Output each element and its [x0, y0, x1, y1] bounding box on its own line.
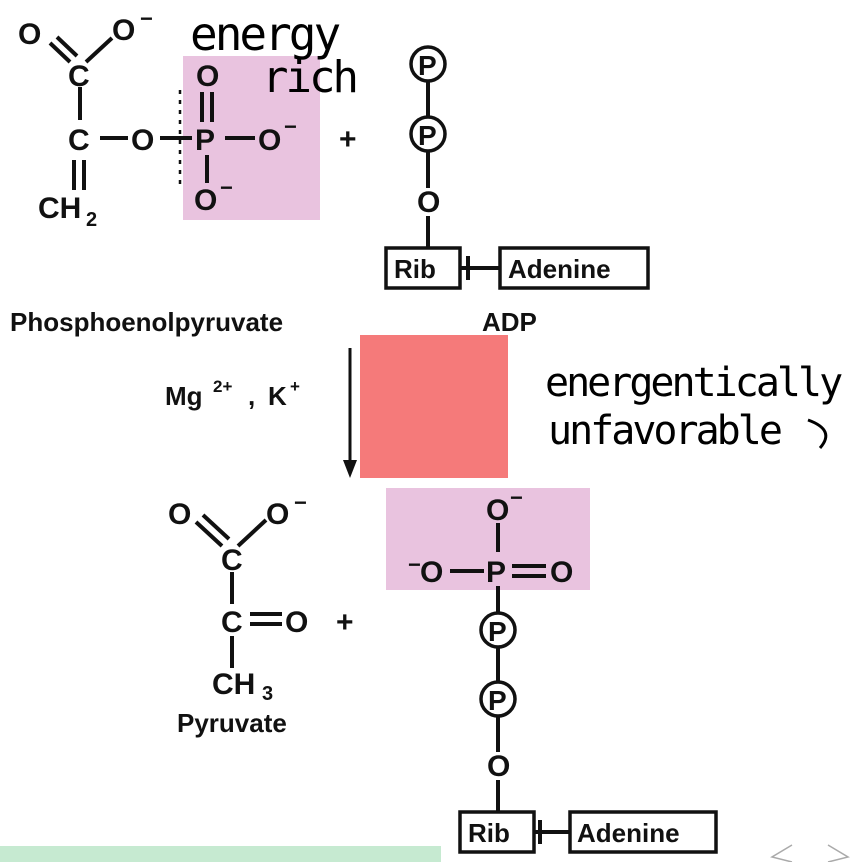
pyr-o-left: O [168, 498, 191, 531]
mg-label: Mg [165, 381, 203, 411]
atp-adenine: Adenine [577, 818, 680, 848]
annotation-rich: rich [262, 52, 356, 103]
adp-rib: Rib [394, 254, 436, 284]
adp-structure: P P O Rib Adenine [384, 45, 650, 290]
pyr-minus: − [294, 490, 307, 515]
pyr-ch3: CH [212, 668, 255, 701]
pep-label: Phosphoenolpyruvate [10, 307, 283, 337]
pyr-o-minus: O [266, 498, 289, 531]
pep-p: P [195, 124, 215, 157]
pep-o-bottom: O [194, 184, 217, 217]
pyruvate-bonds [194, 513, 282, 668]
annotation-energentically: energentically [545, 360, 842, 406]
pep-minus-3: − [220, 175, 233, 200]
pep-ch2: CH [38, 192, 81, 225]
plus-top: + [339, 123, 357, 156]
conditions-sep: , [248, 381, 255, 411]
pyr-c2: C [221, 606, 243, 639]
atp-rib: Rib [468, 818, 510, 848]
green-footer-bar [0, 846, 441, 862]
pyruvate-label: Pyruvate [177, 708, 287, 738]
pep-minus-1: − [140, 6, 153, 31]
pep-atoms: O O − C C O P O O − O − CH 2 [18, 6, 297, 231]
pep-o-left: O [18, 18, 41, 51]
adp-p2: P [418, 120, 437, 151]
mg-sup: 2+ [213, 377, 232, 396]
pep-o-right: O [258, 124, 281, 157]
k-label: K [268, 381, 287, 411]
pyr-ch3-sub: 3 [262, 683, 273, 705]
plus-bottom: + [336, 606, 354, 639]
adp-label: ADP [482, 307, 537, 337]
atp-o-left: O [420, 556, 443, 589]
k-sup: + [290, 377, 300, 396]
atp-p1: P [488, 616, 507, 647]
atp-structure: O − − O P O P P O Rib Adenine [408, 485, 718, 854]
reaction-conditions: Mg 2+ , K + [165, 377, 300, 411]
pep-c1: C [68, 60, 90, 93]
adp-p1: P [418, 50, 437, 81]
pyr-o-double: O [285, 606, 308, 639]
adp-adenine-box [498, 246, 650, 290]
annotation-unfavorable: unfavorable [548, 408, 781, 454]
pyruvate-atoms: O O − C C O CH 3 [168, 490, 308, 705]
adp-adenine: Adenine [508, 254, 611, 284]
pep-bonds [48, 35, 255, 190]
atp-o: O [487, 750, 510, 783]
atp-adenine-box [568, 810, 718, 854]
atp-o-left-minus: − [408, 552, 421, 577]
phosphate-highlight-bottom [386, 488, 590, 590]
atp-p-central: P [486, 556, 506, 589]
pep-minus-2: − [284, 114, 297, 139]
annotation-hook [807, 418, 828, 449]
pep-o-link: O [131, 124, 154, 157]
pep-o-top: O [196, 60, 219, 93]
atp-p2: P [488, 685, 507, 716]
atp-o-top-minus: − [510, 485, 523, 510]
reaction-arrow [343, 348, 357, 478]
atp-o-right: O [550, 556, 573, 589]
annotation-energy: energy [190, 7, 339, 61]
prev-slide-icon[interactable] [770, 844, 793, 862]
adp-o: O [417, 186, 440, 219]
next-slide-icon[interactable] [827, 844, 850, 862]
pep-ch2-sub: 2 [86, 209, 97, 231]
pep-o-minus: O [112, 14, 135, 47]
pyr-c1: C [221, 544, 243, 577]
atp-o-top: O [486, 494, 509, 527]
red-overlay-box [360, 335, 508, 478]
pep-c2: C [68, 124, 90, 157]
